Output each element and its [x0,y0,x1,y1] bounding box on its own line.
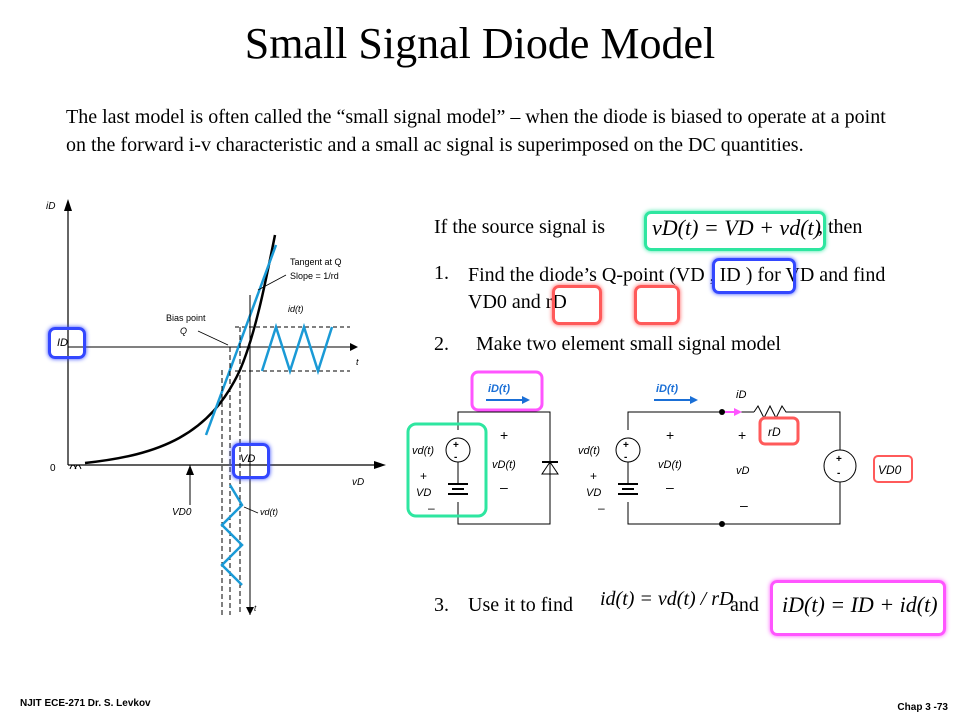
id-t-label: id(t) [288,304,304,314]
id-waveform [260,322,334,376]
origin-label: 0 [50,463,56,474]
id-highlight [48,327,86,359]
footer-left: NJIT ECE-271 Dr. S. Levkov [20,698,151,709]
step-3-number: 3. [434,594,449,616]
vd-t-label: vd(t) [260,507,278,517]
c2-rD-label: rD [768,425,781,439]
vd-waveform [220,484,244,586]
c2-vD-t-label: vD(t) [658,459,682,471]
step-2-text: Make two element small signal model [476,333,781,355]
source-equation: vD(t) = VD + vd(t) [652,215,821,240]
step-1-text: Find the diode’s Q-point (VD , ID ) for … [468,264,886,313]
svg-text:+: + [420,469,427,483]
step-3-equation-2-box [770,580,946,636]
svg-text:+: + [500,427,508,443]
footer-right: Chap 3 -73 [897,702,948,713]
vd0-label: VD0 [172,507,192,518]
slide-title: Small Signal Diode Model [244,19,716,68]
source-equation-box [644,211,826,251]
c1-VD-label: VD [416,487,431,499]
svg-text:+: + [590,469,597,483]
c1-vD-label: vD(t) [492,459,516,471]
y-axis-label: iD [46,201,55,212]
step-1-number: 1. [434,262,449,284]
svg-text:-: - [624,452,627,463]
vd-label: VD [240,453,255,465]
svg-text:–: – [598,501,605,515]
tangent-line [204,244,278,436]
source-suffix: , then [818,216,863,238]
time-axis-bottom-label: t [254,604,257,613]
step-3-equation-1: id(t) = vd(t) / rD [600,588,734,610]
c2-VD0-label: VD0 [878,463,902,477]
id-label: ID [57,337,68,349]
diode-characteristic-graph: iD vD 0 t t VD0 Tangent at Q Slope = 1/r… [46,199,386,615]
circuit-2: iD(t) iD rD + - + - vd(t) + VD – + vD(t)… [578,383,913,527]
svg-text:+: + [738,427,746,443]
small-signal-circuits: iD(t) + - vd(t) + VD – + vD(t) – iD(t) i… [406,370,913,527]
rd-highlight [634,285,680,325]
svg-text:–: – [428,501,435,515]
q-point-highlight [712,258,796,294]
step-3-text: Use it to find [468,594,573,616]
svg-text:–: – [740,497,748,513]
svg-text:+: + [453,440,459,451]
svg-text:+: + [666,427,674,443]
bias-point-label: Bias point [166,313,206,323]
x-axis-label: vD [352,477,364,488]
source-prefix: If the source signal is [434,216,606,238]
diode-curve [84,234,277,465]
vd-highlight [232,443,270,479]
q-label: Q [180,326,187,336]
c2-VD-label: VD [586,487,601,499]
svg-text:–: – [666,479,674,495]
svg-text:-: - [837,468,840,479]
svg-text:-: - [454,452,457,463]
c2-vd-label: vd(t) [578,445,600,457]
step-2-number: 2. [434,333,449,355]
c2-id-label: iD(t) [656,383,678,395]
svg-text:+: + [836,454,842,465]
c2-vD-label: vD [736,465,750,477]
step-3-equation-2: iD(t) = ID + id(t) [782,592,938,617]
vd0-highlight [552,285,602,325]
svg-text:–: – [500,479,508,495]
time-axis-label: t [356,357,359,367]
tangent-label: Tangent at Q [290,257,342,267]
c1-id-label: iD(t) [488,383,510,395]
step-3-joiner: and [730,594,759,616]
slope-label: Slope = 1/rd [290,271,339,281]
c2-iD-label: iD [736,389,746,401]
c1-vd-label: vd(t) [412,445,434,457]
intro-paragraph: The last model is often called the “smal… [66,106,886,156]
circuit-1: iD(t) + - vd(t) + VD – + vD(t) – [406,370,559,525]
svg-text:+: + [623,440,629,451]
